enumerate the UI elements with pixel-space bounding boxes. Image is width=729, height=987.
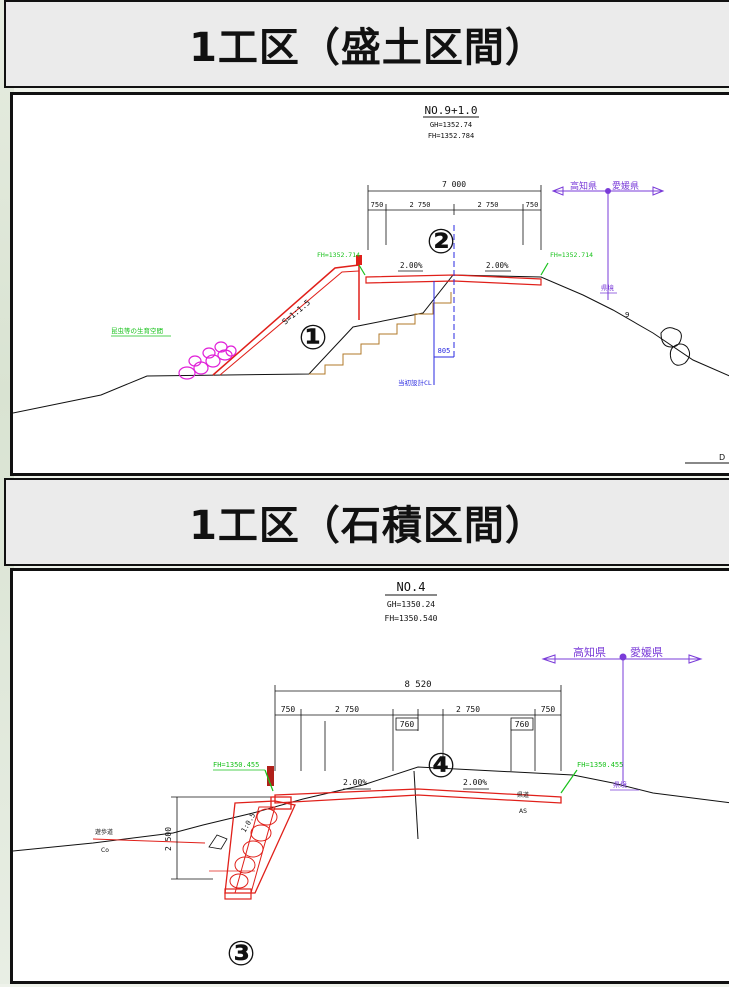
section1-gh: GH=1352.74 [430, 121, 472, 129]
section1-corner-d: D [719, 453, 725, 462]
section2-gh: GH=1350.24 [387, 600, 435, 609]
section1-cross-section: NO.9+1.0 GH=1352.74 FH=1352.784 7 000 75… [13, 104, 729, 464]
section1-drawing-panel: NO.9+1.0 GH=1352.74 FH=1352.784 7 000 75… [10, 92, 729, 476]
section2-stone-wall [209, 800, 296, 900]
section1-small-9: 9 [625, 311, 629, 319]
section1-habitat-stones [178, 341, 237, 380]
section1-marker-2: ② [427, 222, 456, 262]
section1-slope-right: 2.00% [486, 261, 509, 270]
section2-cross-section: NO.4 GH=1350.24 FH=1350.540 8 520 750 2 … [13, 580, 729, 974]
section1-habitat-label: 昆虫等の生育空間 [111, 326, 163, 335]
section1-embankment-slope [212, 264, 360, 376]
section1-width-0: 750 [371, 201, 384, 209]
section2-guardrail-icon [267, 766, 274, 786]
section2-footpath: 遊歩道 [95, 828, 113, 836]
section2-border-label: 県境 [613, 780, 627, 789]
section1-guardrail-icon [356, 255, 362, 265]
section1-rock-icon [660, 327, 691, 366]
section2-slope-left: 2.00% [343, 778, 367, 787]
section2-inner-right: 760 [515, 720, 530, 729]
section2-curb [270, 796, 292, 810]
section1-design-cl: 当初設計CL [398, 378, 432, 387]
section2-title-bar: 1工区（石積区間） [4, 478, 729, 566]
section1-benching [309, 292, 452, 375]
section2-inner-left: 760 [400, 720, 415, 729]
section2-fh-right: FH=1350.455 [577, 761, 623, 769]
section2-road: 県道 [517, 791, 529, 799]
section1-fh-left: FH=1352.714 [317, 251, 360, 259]
section2-fh: FH=1350.540 [385, 614, 438, 623]
section2-pref-right: 愛媛県 [630, 645, 663, 659]
section1-fh-right: FH=1352.714 [550, 251, 593, 259]
section2-slope-right: 2.00% [463, 778, 487, 787]
section2-width-0: 750 [281, 705, 296, 714]
section2-width-2: 2 750 [456, 705, 480, 714]
section2-road-mat: AS [519, 808, 527, 815]
section1-width-2: 2 750 [477, 201, 498, 209]
section2-ground-line [13, 766, 729, 852]
section2-height-dim: 2 500 [164, 827, 173, 851]
section1-marker-1: ① [299, 318, 328, 358]
section2-marker-4: ④ [427, 746, 456, 786]
section2-marker-3: ③ [227, 934, 256, 974]
section1-slope-left: 2.00% [400, 261, 423, 270]
section2-width-3: 750 [541, 705, 556, 714]
section1-station: NO.9+1.0 [425, 104, 478, 117]
section2-title: 1工区（石積区間） [189, 503, 546, 549]
section1-width-1: 2 750 [409, 201, 430, 209]
section1-border-label: 県境 [601, 283, 615, 292]
section1-pref-left: 高知県 [570, 180, 597, 192]
section2-station: NO.4 [397, 580, 426, 594]
section2-pref-left: 高知県 [573, 645, 606, 659]
section2-border-point-icon [619, 653, 627, 661]
section2-width-total: 8 520 [404, 680, 431, 690]
section1-title-bar: 1工区（盛土区間） [4, 0, 729, 88]
section1-width-3: 750 [526, 201, 539, 209]
section1-pref-right: 愛媛県 [612, 180, 639, 192]
section1-fh: FH=1352.784 [428, 132, 474, 140]
section1-title: 1工区（盛土区間） [189, 25, 546, 71]
section2-drawing-panel: NO.4 GH=1350.24 FH=1350.540 8 520 750 2 … [10, 568, 729, 984]
section2-footpath-mat: Co [101, 847, 109, 854]
section2-pavement [274, 788, 562, 804]
section2-width-1: 2 750 [335, 705, 359, 714]
section1-offset: 805 [438, 347, 451, 355]
section1-width-total: 7 000 [442, 180, 466, 189]
section2-fh-left: FH=1350.455 [213, 761, 259, 769]
